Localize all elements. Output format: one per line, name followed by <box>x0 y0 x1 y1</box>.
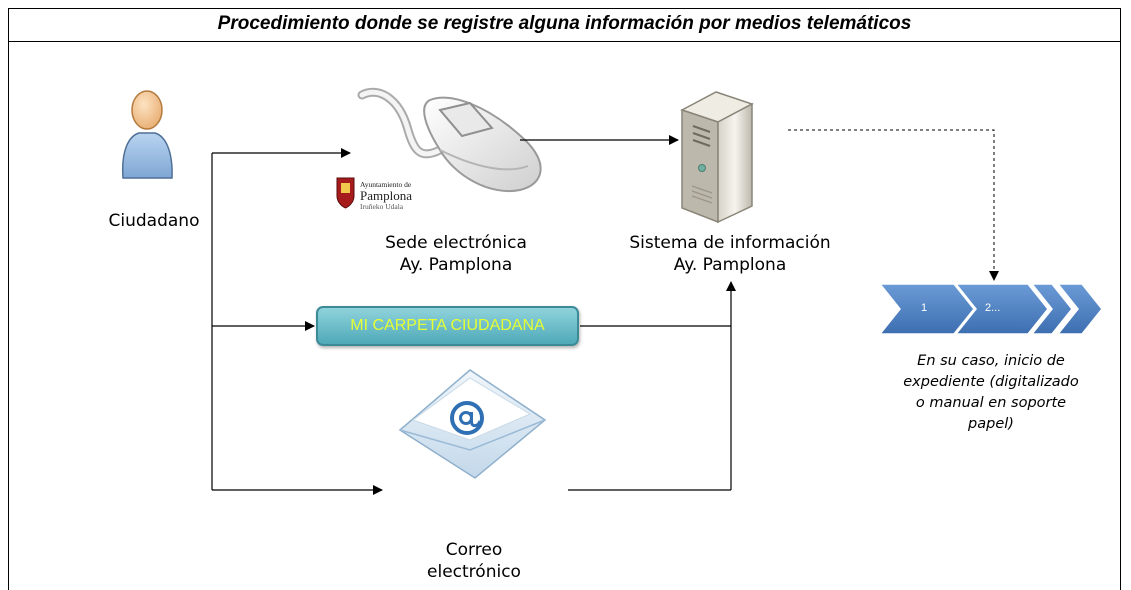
process-chevrons <box>878 283 1103 335</box>
logo-line-1: Ayuntamiento de <box>360 180 412 189</box>
logo-line-3: Iruñeko Udala <box>360 202 404 211</box>
title-bar <box>8 8 1121 42</box>
sistema-label: Sistema de información Ay. Pamplona <box>610 232 850 276</box>
chevron-step-2 <box>954 283 1049 335</box>
sistema-label-line-2: Ay. Pamplona <box>673 255 787 275</box>
chevron-step-4 <box>1056 283 1103 335</box>
sistema-label-line-1: Sistema de información <box>629 233 831 253</box>
correo-label-line-2: electrónico <box>427 562 521 582</box>
expediente-note-line-4: papel) <box>968 416 1014 432</box>
dashed-line-to-expediente <box>788 129 995 276</box>
correo-label: Correo electrónico <box>414 539 534 583</box>
pamplona-logo <box>336 177 355 209</box>
mi-carpeta-ciudadana-label: MI CARPETA CIUDADANA <box>350 317 545 334</box>
person-icon <box>121 90 173 179</box>
expediente-note-line-1: En su caso, inicio de <box>917 353 1065 369</box>
logo-line-2: Pamplona <box>360 188 412 203</box>
ciudadano-label: Ciudadano <box>108 211 200 231</box>
dashed-arrowhead <box>989 271 999 281</box>
envelope-icon <box>398 369 547 479</box>
sede-label: Sede electrónica Ay. Pamplona <box>356 232 556 276</box>
correo-label-line-1: Correo <box>445 540 503 560</box>
mi-carpeta-ciudadana-box: MI CARPETA CIUDADANA <box>316 306 579 346</box>
expediente-note-line-3: o manual en soporte <box>915 395 1067 411</box>
sede-label-line-1: Sede electrónica <box>385 233 527 253</box>
chevron-step-3 <box>1030 283 1073 335</box>
page-title: Procedimiento donde se registre alguna i… <box>217 13 912 34</box>
step-2-label: 2... <box>985 302 1001 314</box>
step-1-label: 1 <box>921 302 928 314</box>
mouse-icon <box>357 87 542 193</box>
expediente-note-line-2: expediente (digitalizado <box>903 374 1079 390</box>
pamplona-logo-text: Ayuntamiento de Pamplona Iruñeko Udala <box>360 180 412 212</box>
expediente-note: En su caso, inicio de expediente (digita… <box>866 351 1116 435</box>
diagram-frame <box>8 41 1121 590</box>
connectors <box>211 129 999 495</box>
sede-label-line-2: Ay. Pamplona <box>399 255 513 275</box>
chevron-step-1 <box>878 283 975 335</box>
server-icon <box>680 91 754 224</box>
